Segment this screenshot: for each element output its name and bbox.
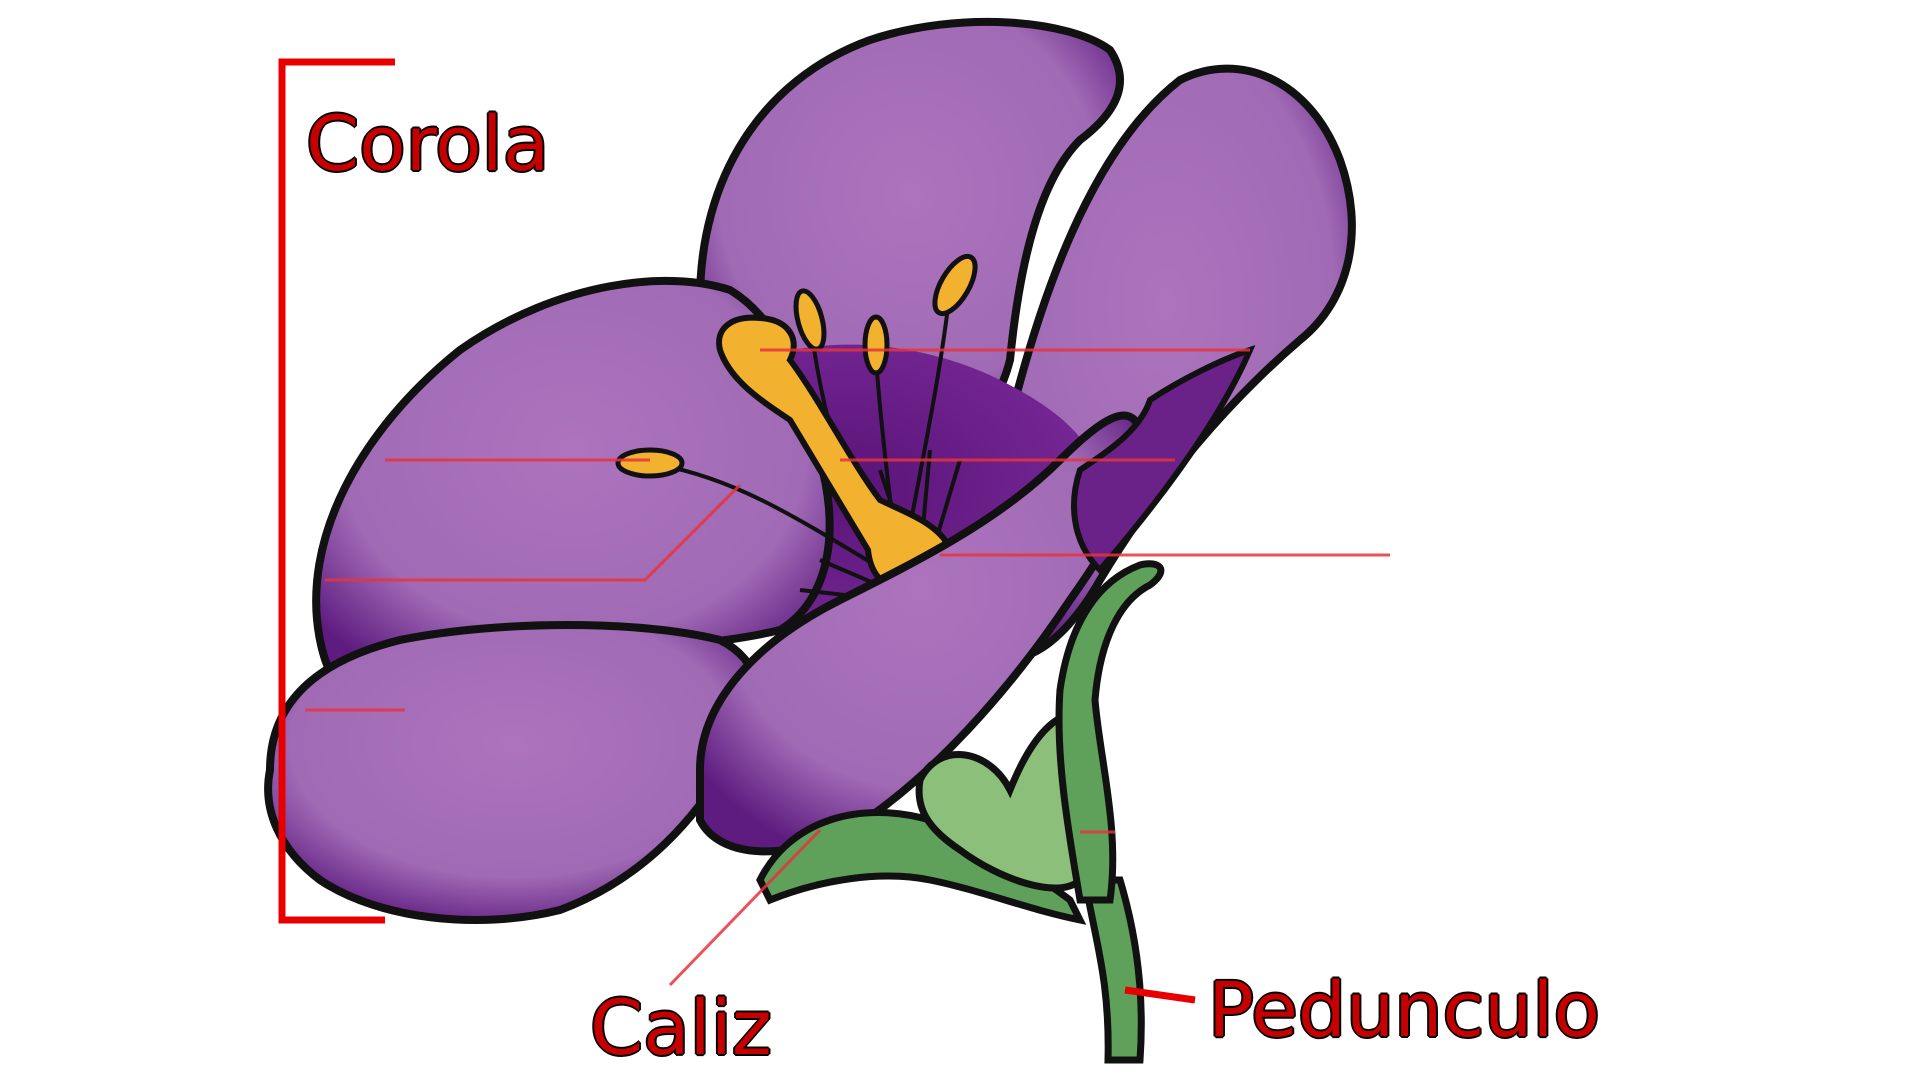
corola-bracket bbox=[278, 58, 395, 924]
pedicel bbox=[1080, 876, 1145, 1064]
label-pedunculo: Pedunculo bbox=[1208, 965, 1601, 1054]
sepal-left bbox=[756, 809, 1087, 925]
label-corola: Corola bbox=[306, 99, 550, 188]
petal-bottom-left bbox=[264, 621, 762, 924]
pistil bbox=[716, 314, 949, 594]
label-caliz: Caliz bbox=[590, 983, 772, 1072]
sepal-right bbox=[1055, 560, 1165, 904]
pedunculo-pointer bbox=[1124, 986, 1196, 1004]
leader-lines bbox=[305, 348, 1390, 987]
